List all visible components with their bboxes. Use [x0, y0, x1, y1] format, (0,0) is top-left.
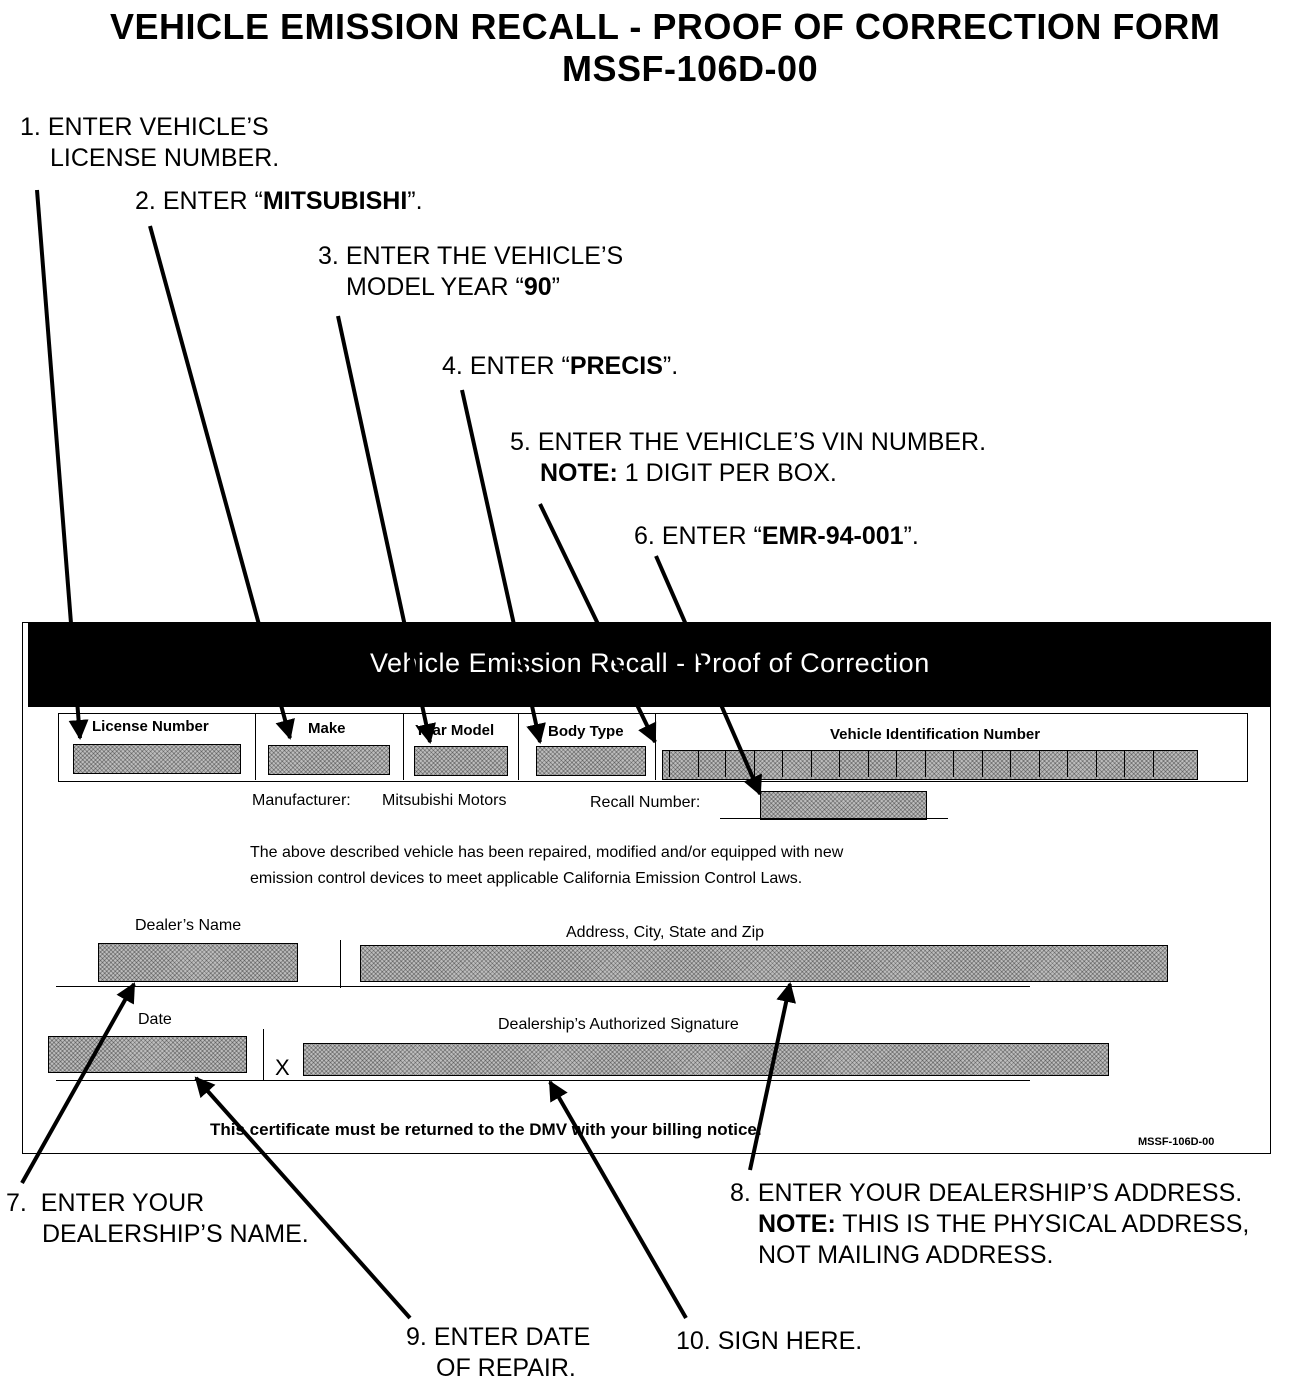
dealer-name-field[interactable]: [98, 943, 298, 982]
recall-number-label: Recall Number:: [590, 794, 701, 811]
address-label: Address, City, State and Zip: [566, 924, 765, 941]
body-type-field[interactable]: [536, 746, 646, 776]
statement-line-1: The above described vehicle has been rep…: [250, 844, 844, 861]
divider: [255, 713, 256, 780]
instruction-10: 10. SIGN HERE.: [676, 1327, 863, 1355]
recall-number-field[interactable]: [760, 791, 927, 820]
instruction-5: 5. ENTER THE VEHICLE’S VIN NUMBER. NOTE:…: [510, 428, 987, 487]
divider: [340, 940, 341, 988]
form-id: MSSF-106D-00: [1138, 1136, 1215, 1148]
statement-line-2: emission control devices to meet applica…: [250, 870, 803, 887]
vin-digit-box[interactable]: [1040, 751, 1068, 777]
vin-digit-box[interactable]: [755, 751, 783, 777]
divider: [518, 713, 519, 780]
divider: [403, 713, 404, 780]
license-number-label: License Number: [92, 718, 209, 735]
make-label: Make: [308, 720, 346, 737]
vin-digit-box[interactable]: [897, 751, 926, 777]
signature-x: X: [275, 1055, 290, 1080]
vin-digit-box[interactable]: [783, 751, 812, 777]
vin-digit-box[interactable]: [983, 751, 1011, 777]
signature-label: Dealership’s Authorized Signature: [498, 1016, 739, 1033]
body-type-label: Body Type: [548, 723, 624, 740]
instruction-2: 2. ENTER “MITSUBISHI”.: [135, 187, 423, 215]
instruction-1: 1. ENTER VEHICLE’S LICENSE NUMBER.: [20, 113, 280, 172]
vin-digit-box[interactable]: [954, 751, 983, 777]
instruction-3: 3. ENTER THE VEHICLE’S MODEL YEAR “90”: [318, 242, 624, 301]
instruction-9: 9. ENTER DATE OF REPAIR.: [406, 1323, 591, 1382]
vin-digit-box[interactable]: [726, 751, 755, 777]
license-number-field[interactable]: [73, 744, 241, 774]
vin-boxes: [669, 751, 1159, 779]
instruction-8: 8. ENTER YOUR DEALERSHIP’S ADDRESS. NOTE…: [730, 1179, 1250, 1269]
divider: [655, 713, 656, 780]
date-label: Date: [138, 1011, 172, 1028]
vin-digit-box[interactable]: [926, 751, 954, 777]
signature-field[interactable]: [303, 1043, 1109, 1076]
year-model-label: Year Model: [415, 722, 495, 739]
manufacturer-label: Manufacturer:: [252, 792, 351, 809]
vin-label: Vehicle Identification Number: [830, 726, 1041, 743]
dealer-name-label: Dealer’s Name: [135, 917, 242, 934]
vin-digit-box[interactable]: [698, 751, 726, 777]
form-header-title: Vehicle Emission Recall - Proof of Corre…: [370, 648, 930, 678]
make-field[interactable]: [268, 745, 390, 775]
signature-underline: [56, 1080, 1030, 1081]
dealer-underline: [56, 986, 1030, 987]
instruction-4: 4. ENTER “PRECIS”.: [442, 352, 679, 380]
page-title: VEHICLE EMISSION RECALL - PROOF OF CORRE…: [110, 6, 1221, 47]
vin-digit-box[interactable]: [669, 751, 699, 777]
vin-field[interactable]: [662, 750, 1198, 780]
address-field[interactable]: [360, 945, 1168, 982]
date-field[interactable]: [48, 1036, 247, 1073]
recall-underline: [720, 818, 948, 819]
instruction-7: 7. ENTER YOUR DEALERSHIP’S NAME.: [6, 1189, 309, 1248]
vin-digit-box[interactable]: [1097, 751, 1125, 777]
manufacturer-value: Mitsubishi Motors: [382, 792, 507, 809]
vin-digit-box[interactable]: [1011, 751, 1040, 777]
vin-digit-box[interactable]: [869, 751, 897, 777]
vin-digit-box[interactable]: [1068, 751, 1097, 777]
instruction-6: 6. ENTER “EMR-94-001”.: [634, 522, 919, 550]
vin-digit-box[interactable]: [840, 751, 869, 777]
vin-digit-box[interactable]: [812, 751, 840, 777]
page-subtitle: MSSF-106D-00: [562, 48, 819, 89]
divider: [263, 1029, 264, 1081]
footer-note: This certificate must be returned to the…: [210, 1120, 762, 1139]
vin-digit-box[interactable]: [1125, 751, 1154, 777]
year-model-field[interactable]: [414, 746, 508, 776]
